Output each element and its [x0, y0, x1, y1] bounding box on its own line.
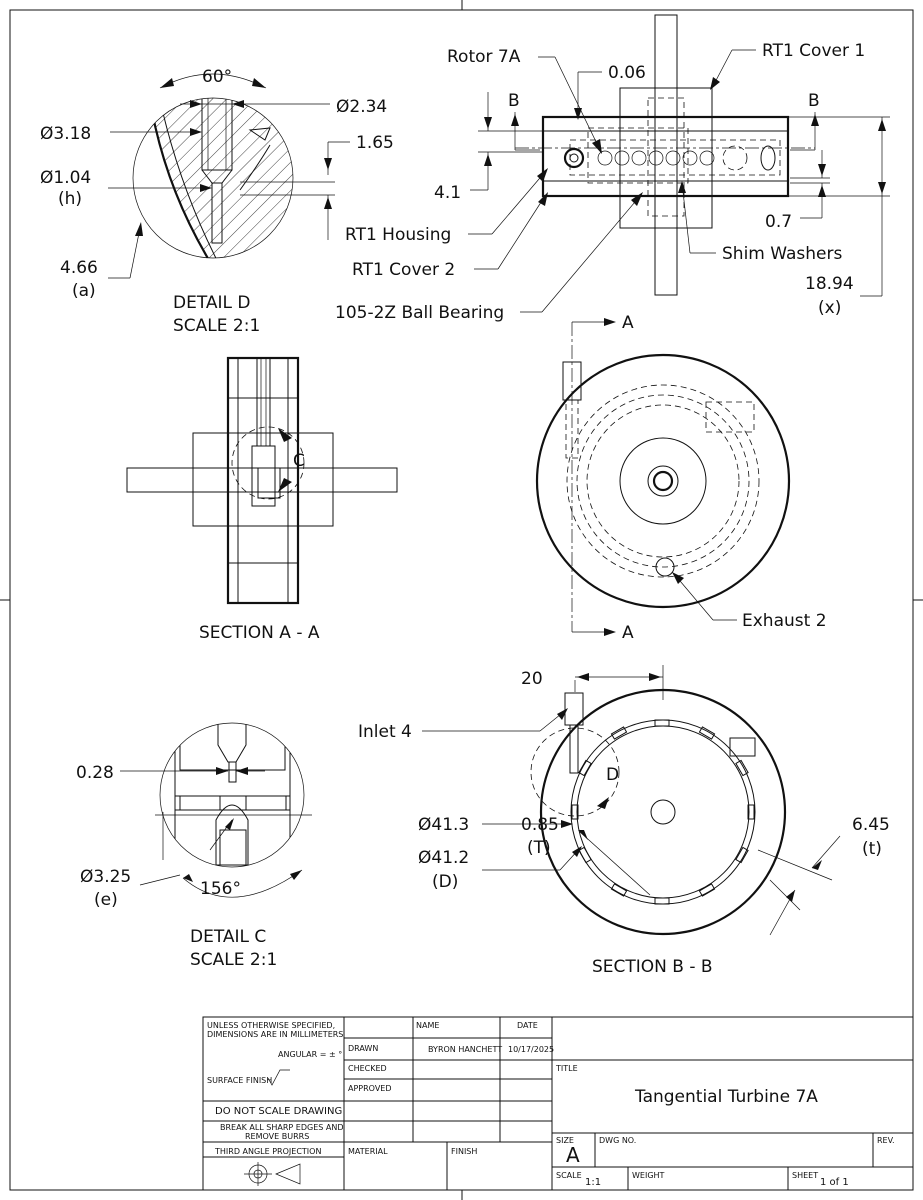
detail-c-annotations: 0.28 Ø3.25 (e) 156° DETAIL C SCALE 2:1 [76, 763, 312, 970]
detail-d-h-symbol: (h) [58, 189, 82, 209]
detail-d-view [132, 97, 294, 259]
detail-d-angle-label: 60° [202, 67, 232, 87]
dia-41-3-label: Ø41.3 [418, 815, 469, 835]
detail-d-dia-234-label: Ø2.34 [336, 97, 387, 117]
tb-angular: ANGULAR = ± ° [278, 1050, 342, 1059]
tb-break-1: BREAK ALL SHARP EDGES AND [220, 1123, 344, 1132]
drawing-title: Tangential Turbine 7A [634, 1087, 818, 1107]
dia-41-2-symbol: (D) [432, 872, 458, 892]
tb-scale-label: SCALE [556, 1171, 582, 1180]
tb-date-header: DATE [517, 1021, 538, 1030]
tb-note-2: DIMENSIONS ARE IN MILLIMETERS [207, 1030, 343, 1039]
section-b-b-annotations: 20 Inlet 4 D Ø41.3 0.85 (T) Ø41.2 (D) 6.… [358, 665, 890, 977]
dim-0-7-label: 0.7 [765, 212, 792, 232]
detail-c-title: DETAIL C [190, 927, 266, 947]
third-angle-projection-icon [244, 1162, 301, 1186]
angle-156-label: 156° [200, 879, 241, 899]
dia-3-25-label: Ø3.25 [80, 867, 131, 887]
detail-c-scale: SCALE 2:1 [190, 950, 277, 970]
detail-c-tag: C [293, 451, 305, 471]
gap-006-label: 0.06 [608, 63, 646, 83]
tb-checked: CHECKED [348, 1064, 387, 1073]
tb-rev-label: REV. [877, 1136, 895, 1145]
detail-c-view [159, 722, 305, 868]
section-a-a-title: SECTION A - A [199, 623, 320, 643]
section-b-left-label: B [508, 91, 520, 111]
tb-drawn-date: 10/17/2025 [508, 1045, 554, 1054]
surface-finish-icon [267, 1069, 290, 1086]
detail-d-dim-165-label: 1.65 [356, 133, 394, 153]
tb-weight-label: WEIGHT [632, 1171, 665, 1180]
tb-no-scale: DO NOT SCALE DRAWING [215, 1106, 342, 1117]
top-view-annotations: Rotor 7A 0.06 RT1 Cover 1 B B 4.1 RT1 Ho… [335, 41, 890, 323]
detail-d-tag: D [606, 765, 619, 785]
title-block: UNLESS OTHERWISE SPECIFIED, DIMENSIONS A… [202, 1016, 914, 1191]
exhaust-2-label: Exhaust 2 [742, 611, 827, 631]
dia-e-symbol: (e) [94, 890, 118, 910]
tb-approved: APPROVED [348, 1084, 392, 1093]
tb-note-1: UNLESS OTHERWISE SPECIFIED, [207, 1021, 335, 1030]
rotor-7a-label: Rotor 7A [447, 47, 521, 67]
dim-t-symbol: (t) [862, 839, 882, 859]
inlet-4-label: Inlet 4 [358, 722, 412, 742]
tb-surface-finish: SURFACE FINISH [207, 1076, 272, 1085]
section-b-right-label: B [808, 91, 820, 111]
dim-0-28-label: 0.28 [76, 763, 114, 783]
tb-dwg-label: DWG NO. [599, 1136, 636, 1145]
section-a-a-view: C SECTION A - A [126, 356, 398, 643]
rt1-cover-1-label: RT1 Cover 1 [762, 41, 865, 61]
tb-size-label: SIZE [556, 1136, 574, 1145]
tb-sheet-label: SHEET [792, 1171, 818, 1180]
top-assembly-view [515, 14, 815, 296]
detail-d-dimensions: 60° Ø2.34 Ø3.18 1.65 Ø1.04 (h) 4.66 (a) … [40, 67, 394, 336]
dim-6-45-label: 6.45 [852, 815, 890, 835]
tb-drawn: DRAWN [348, 1044, 378, 1053]
ball-bearing-label: 105-2Z Ball Bearing [335, 303, 504, 323]
section-a-bottom-label: A [622, 623, 634, 643]
rt1-cover-2-label: RT1 Cover 2 [352, 260, 455, 280]
dim-x-symbol: (x) [818, 298, 841, 318]
tb-break-2: REMOVE BURRS [245, 1132, 309, 1141]
tb-projection: THIRD ANGLE PROJECTION [214, 1147, 321, 1156]
tb-drawn-name: BYRON HANCHETT [428, 1045, 502, 1054]
dim-0-85-label: 0.85 [521, 815, 559, 835]
tb-material: MATERIAL [348, 1147, 388, 1156]
tb-name-header: NAME [416, 1021, 439, 1030]
section-b-b-view [530, 688, 787, 936]
section-b-b-title: SECTION B - B [592, 957, 713, 977]
tb-scale-value: 1:1 [585, 1177, 601, 1188]
detail-d-scale: SCALE 2:1 [173, 316, 260, 336]
dim-0-85-symbol: (T) [527, 838, 551, 858]
rotor-teeth [571, 719, 755, 905]
detail-d-dia-104-label: Ø1.04 [40, 168, 91, 188]
dim-20-label: 20 [521, 669, 543, 689]
shim-washers-label: Shim Washers [722, 244, 842, 264]
detail-d-dim-466-label: 4.66 [60, 258, 98, 278]
tb-size-value: A [566, 1143, 580, 1167]
detail-d-title: DETAIL D [173, 293, 251, 313]
dim-18-94-label: 18.94 [805, 274, 854, 294]
tb-finish: FINISH [451, 1147, 477, 1156]
detail-d-dia-318-label: Ø3.18 [40, 124, 91, 144]
rt1-housing-label: RT1 Housing [345, 225, 451, 245]
front-view: A A Exhaust 2 [535, 313, 827, 643]
rotor-blades [597, 145, 748, 171]
section-a-top-label: A [622, 313, 634, 333]
dim-4-1-label: 4.1 [434, 183, 461, 203]
tb-title-label: TITLE [555, 1064, 578, 1073]
detail-d-a-symbol: (a) [72, 281, 96, 301]
tb-sheet-value: 1 of 1 [820, 1177, 849, 1188]
dia-41-2-label: Ø41.2 [418, 848, 469, 868]
